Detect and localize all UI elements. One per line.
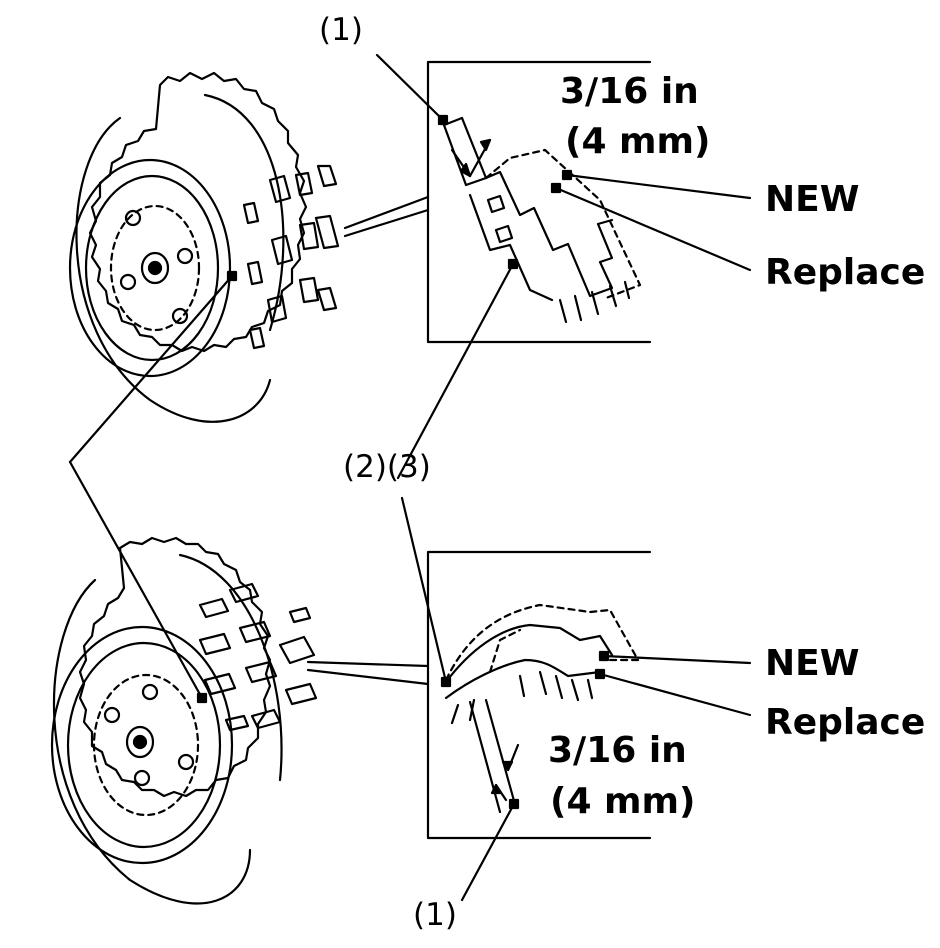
bottom-tread-blocks [198,582,318,732]
bottom-detail-box [426,550,752,902]
top-rim [68,158,232,378]
bottom-measure-label: 3/16 in [548,730,687,771]
top-ref-1-label: (1) [319,12,363,48]
top-worn-tread [460,116,614,298]
bottom-tire-outline [78,536,272,798]
top-measure-label: 3/16 in [560,71,699,112]
top-detail-box [375,53,752,344]
top-tire-outline [88,71,308,353]
top-sidewall [75,116,272,423]
bottom-worn-tread [444,623,614,684]
top-tread-blocks [242,164,340,350]
bottom-new-label: NEW [765,643,860,684]
ref-2-3-label: (2)(3) [343,449,431,485]
top-lug-nut [124,209,142,227]
bottom-measure-metric-label: (4 mm) [550,781,696,822]
top-new-label: NEW [765,179,860,220]
bottom-sidewall [52,578,252,905]
top-hub [140,251,170,285]
bottom-replace-label: Replace [765,702,926,743]
bottom-rim [50,625,234,865]
bottom-lug-nut [103,706,121,724]
bottom-hub [125,725,155,759]
top-wheel [68,71,430,423]
bottom-wheel [50,536,430,905]
top-measure-metric-label: (4 mm) [565,121,711,162]
bottom-ref-1-label: (1) [413,897,457,933]
shared-leaders [68,262,515,700]
bottom-new-tread [444,603,640,682]
top-replace-label: Replace [765,252,926,293]
